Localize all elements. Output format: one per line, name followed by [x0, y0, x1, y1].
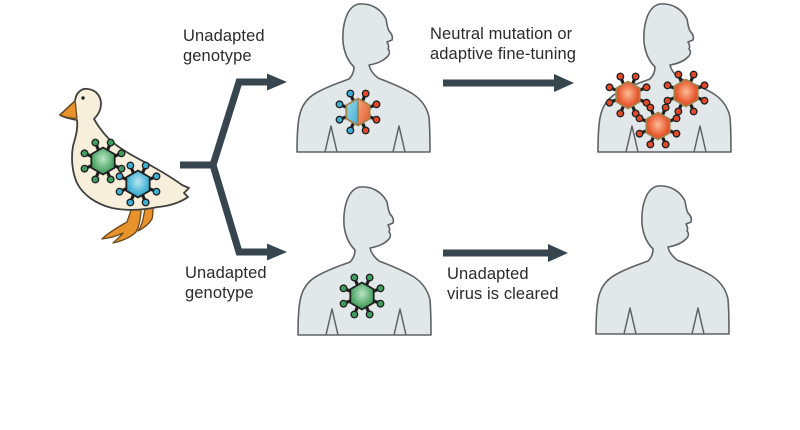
label-top-transition: Neutral mutation or adaptive fine-tuning: [430, 24, 576, 64]
duck-illustration: [59, 87, 190, 244]
label-line: Unadapted: [185, 264, 267, 282]
branch-arrow-top: [180, 73, 287, 169]
duck-body: [59, 87, 190, 211]
label-line: adaptive fine-tuning: [430, 45, 577, 63]
label-line: virus is cleared: [447, 285, 559, 303]
label-line: genotype: [183, 47, 252, 65]
label-bottom-transition: Unadapted virus is cleared: [447, 264, 559, 304]
duck-foot-icon: [101, 206, 142, 244]
branch-arrow-bottom: [209, 163, 287, 261]
human-silhouette-cleared-outcome: [595, 185, 730, 335]
label-top-branch: Unadapted genotype: [183, 26, 265, 66]
label-line: Unadapted: [447, 265, 529, 283]
label-line: Neutral mutation or: [430, 25, 573, 43]
transition-arrow-top: [443, 74, 574, 92]
duck-eye-icon: [81, 96, 85, 100]
human-silhouette-infected-green: [297, 186, 432, 336]
label-line: genotype: [185, 284, 254, 302]
duck-foot-icon: [137, 207, 154, 232]
label-line: Unadapted: [183, 27, 265, 45]
duck-beak-icon: [59, 100, 78, 119]
label-bottom-branch: Unadapted genotype: [185, 263, 267, 303]
transition-arrow-bottom: [443, 244, 568, 262]
